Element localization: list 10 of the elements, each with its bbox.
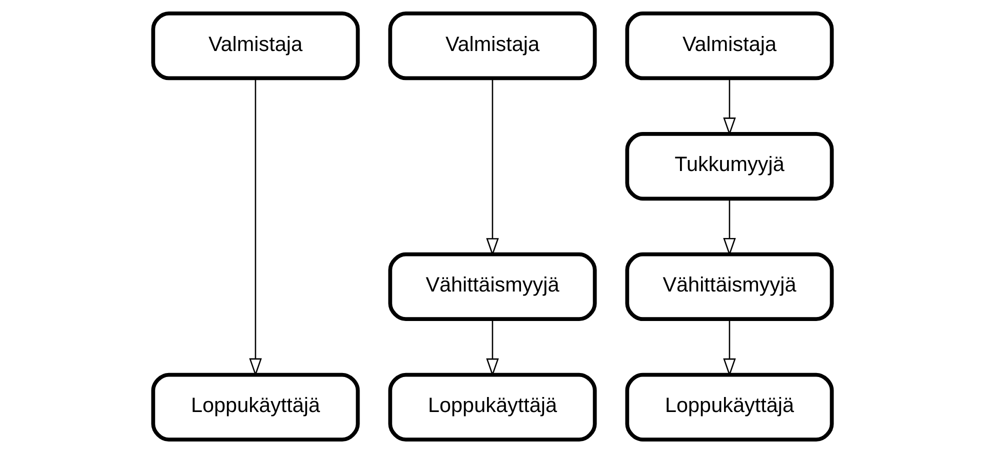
node-box: Vähittäismyyjä bbox=[388, 252, 597, 322]
arrow bbox=[486, 78, 499, 256]
node-box: Loppukäyttäjä bbox=[151, 372, 360, 442]
node-box: Loppukäyttäjä bbox=[625, 372, 834, 442]
node-box: Tukkumyyjä bbox=[625, 132, 834, 201]
node-box: Loppukäyttäjä bbox=[388, 372, 597, 442]
node-box: Valmistaja bbox=[151, 12, 360, 80]
node-box: Valmistaja bbox=[388, 12, 597, 80]
node-box: Vähittäismyyjä bbox=[625, 252, 834, 322]
node-box: Valmistaja bbox=[625, 12, 834, 80]
